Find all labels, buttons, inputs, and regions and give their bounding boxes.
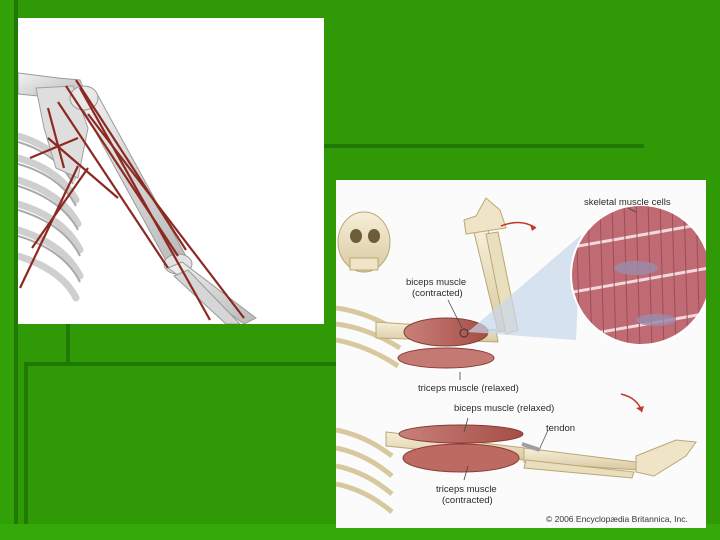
label-triceps-contracted-2: (contracted) [442,495,493,506]
label-tendon: tendon [546,423,575,434]
copyright-credit: © 2006 Encyclopædia Britannica, Inc. [546,514,688,525]
label-triceps-relaxed: triceps muscle (relaxed) [418,383,519,394]
biceps-triceps-diagram: skeletal muscle cells biceps muscle (con… [336,180,706,528]
label-biceps-contracted-1: biceps muscle [406,277,466,288]
label-biceps-relaxed: biceps muscle (relaxed) [454,403,554,414]
skeleton-arm-illustration [18,18,324,324]
skeleton-arm-diagram [18,18,324,324]
label-triceps-contracted-1: triceps muscle [436,484,497,495]
label-skeletal-muscle-cells: skeletal muscle cells [584,197,671,208]
label-biceps-contracted-2: (contracted) [412,288,463,299]
arm-muscle-illustration [336,180,706,528]
